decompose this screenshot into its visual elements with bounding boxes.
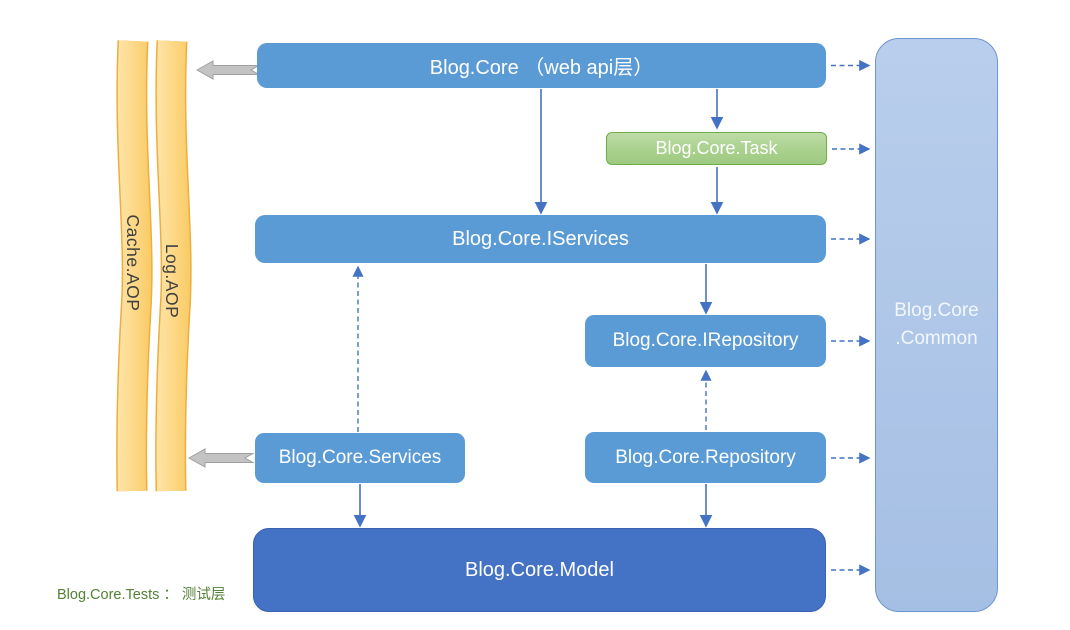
node-repository: Blog.Core.Repository <box>585 432 826 483</box>
aop-bar-cache <box>116 40 153 492</box>
node-iservices-label: Blog.Core.IServices <box>452 227 629 250</box>
node-web-api-label: Blog.Core （web api层） <box>429 57 654 79</box>
aop-bar-log-label: Log.AOP <box>162 243 183 319</box>
node-task: Blog.Core.Task <box>606 132 827 165</box>
aop-bar-log <box>155 40 192 492</box>
legend: Blog.Core.Tests ： 测试层 Blog.Core.Frame： 模… <box>57 548 229 630</box>
node-model-label: Blog.Core.Model <box>465 558 614 581</box>
aop-bar-cache-label: Cache.AOP <box>123 214 144 312</box>
legend-line-tests: Blog.Core.Tests ： 测试层 <box>57 587 226 603</box>
node-services-label: Blog.Core.Services <box>278 447 442 468</box>
node-task-label: Blog.Core.Task <box>655 138 778 158</box>
node-services: Blog.Core.Services <box>255 433 465 483</box>
node-model: Blog.Core.Model <box>253 528 826 612</box>
node-iservices: Blog.Core.IServices <box>255 215 826 263</box>
gray-arrow-services-to-aop <box>187 448 255 468</box>
node-common: Blog.Core .Common <box>875 38 998 612</box>
gray-arrow-webapi-to-aop <box>195 60 261 80</box>
node-irepository: Blog.Core.IRepository <box>585 315 826 367</box>
node-repository-label: Blog.Core.Repository <box>615 446 796 468</box>
node-common-label-line1: Blog.Core <box>894 300 979 321</box>
node-web-api: Blog.Core （web api层） <box>257 43 826 88</box>
node-irepository-label: Blog.Core.IRepository <box>612 330 799 351</box>
node-common-label-line2: .Common <box>895 328 978 349</box>
